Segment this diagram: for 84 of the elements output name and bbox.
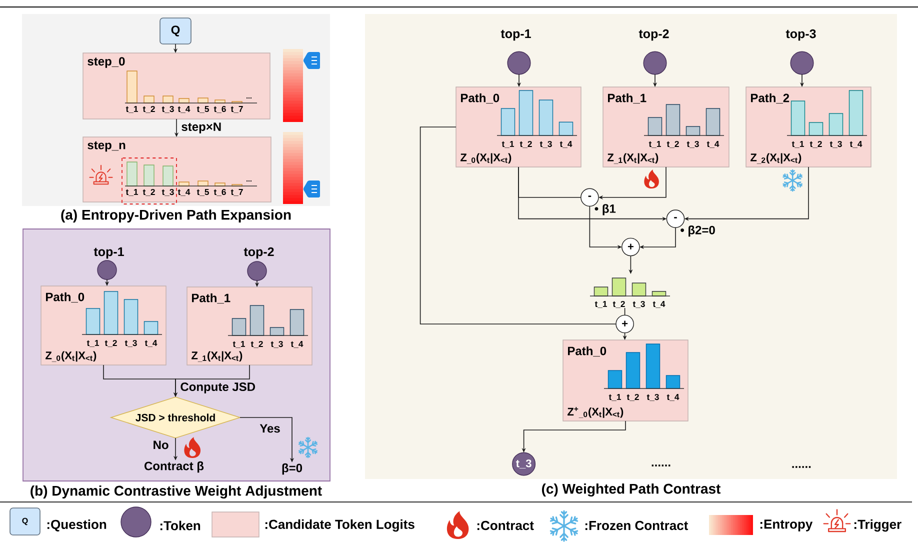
tick-label: t_2 <box>612 300 625 308</box>
box-title: Path_2 <box>751 93 790 104</box>
tick-label: t_3 <box>270 340 283 348</box>
edge-label: step×N <box>182 122 221 134</box>
tick-label: t_1 <box>648 141 661 148</box>
connector-line <box>624 308 626 316</box>
box-title: Path_0 <box>461 93 500 104</box>
tick-label: t_2 <box>104 340 117 348</box>
tick-label: t_3 <box>124 340 137 348</box>
panel-caption: (a) Entropy-Driven Path Expansion <box>61 209 291 223</box>
formula: Z$_{_1}$(X$_{t}$|X$_{<t}$) <box>608 153 658 164</box>
edge-label: Yes <box>260 424 280 433</box>
formula: Z$_{_1}$(X$_{t}$|X$_{<t}$) <box>192 351 242 362</box>
tick-label: t_4 <box>560 141 572 148</box>
legend-label: :Trigger <box>854 519 902 532</box>
token-label: top-3 <box>786 29 816 41</box>
tick-label: t_1 <box>502 141 514 148</box>
tick-label: t_4 <box>706 141 720 148</box>
formula: Z$_{_2}$(X$_{t}$|X$_{<t}$) <box>750 153 802 164</box>
tick-label: t_3 <box>162 106 174 114</box>
tick-label: t_1 <box>86 340 99 347</box>
question-box: Q <box>160 18 192 44</box>
box-title: Path_0 <box>568 346 606 357</box>
ellipsis-text: ...... <box>652 464 670 466</box>
tick-label: t_6 <box>214 106 226 114</box>
formula: Z$^{+}$$_{_0}$(X$_{t}$|X$_{<t}$) <box>568 406 624 418</box>
formula: Z$_{_0}$(X$_{t}$|X$_{<t}$) <box>46 351 96 362</box>
tick-label: t_4 <box>178 189 190 196</box>
tick-label: t_3 <box>632 300 645 308</box>
tick-label: t_2 <box>142 188 155 196</box>
tick-label: t_4 <box>652 301 666 308</box>
tick-label: t_2 <box>626 394 639 402</box>
token-label: top-2 <box>638 29 669 41</box>
tick-label: t_7 <box>230 189 243 196</box>
tick-label: t_1 <box>608 394 621 401</box>
legend-label: :Question <box>47 520 106 532</box>
tick-label: t_2 <box>810 140 822 148</box>
tick-label: t_7 <box>230 106 243 113</box>
tick-label: t_1 <box>792 141 804 148</box>
tick-label: t_1 <box>232 341 245 348</box>
ellipsis-text: ...... <box>792 466 811 468</box>
tick-label: t_2 <box>250 340 263 348</box>
tick-label: t_4 <box>666 394 680 401</box>
edge-label: • β2=0 <box>680 226 715 237</box>
legend-label: :Entropy <box>760 520 813 532</box>
box-title: step_n <box>88 141 126 152</box>
legend-label: :Frozen Contract <box>585 520 688 530</box>
tick-label: t_3 <box>686 140 699 148</box>
tick-label: t_1 <box>594 301 607 308</box>
box-title: Path_0 <box>46 292 84 303</box>
outcome-text: β=0 <box>282 463 302 475</box>
formula: Z$_{_0}$(X$_{t}$|X$_{<t}$) <box>460 153 512 164</box>
tick-label: t_2 <box>666 140 679 148</box>
legend-label: :Candidate Token Logits <box>265 519 414 532</box>
tick-label: t_6 <box>214 188 226 196</box>
legend-label: :Contract <box>477 520 534 530</box>
tick-label: t_4 <box>144 340 158 347</box>
tick-label: t_2 <box>520 140 532 148</box>
panel-caption: (b) Dynamic Contrastive Weight Adjustment <box>30 485 322 499</box>
edge-label: Conpute JSD <box>180 382 256 394</box>
tick-label: t_4 <box>290 341 304 348</box>
token-label: top-2 <box>244 247 274 259</box>
edge-label: • β1 <box>594 204 616 216</box>
tick-label: t_1 <box>126 106 138 113</box>
connector-line <box>420 126 616 324</box>
tick-label: t_3 <box>830 140 842 148</box>
box-title: Path_1 <box>192 293 230 304</box>
panel-caption: (c) Weighted Path Contrast <box>542 483 721 497</box>
box-title: Path_1 <box>608 93 646 104</box>
edge-label: No <box>154 440 168 450</box>
tick-label: t_5 <box>196 189 209 196</box>
tick-label: t_3 <box>646 394 659 402</box>
legend-label: :Token <box>160 520 200 530</box>
tick-label: t_3 <box>162 188 174 196</box>
token-label: top-1 <box>94 247 124 259</box>
tick-label: t_4 <box>178 106 190 113</box>
tick-label: t_2 <box>142 106 155 114</box>
box-title: step_0 <box>88 57 125 68</box>
tick-label: t_4 <box>850 141 862 148</box>
tick-label: t_5 <box>196 106 209 113</box>
outcome-text: Contract β <box>144 461 204 473</box>
token-label: top-1 <box>500 29 531 41</box>
tick-label: t_1 <box>126 189 138 196</box>
tick-label: t_3 <box>540 140 552 148</box>
